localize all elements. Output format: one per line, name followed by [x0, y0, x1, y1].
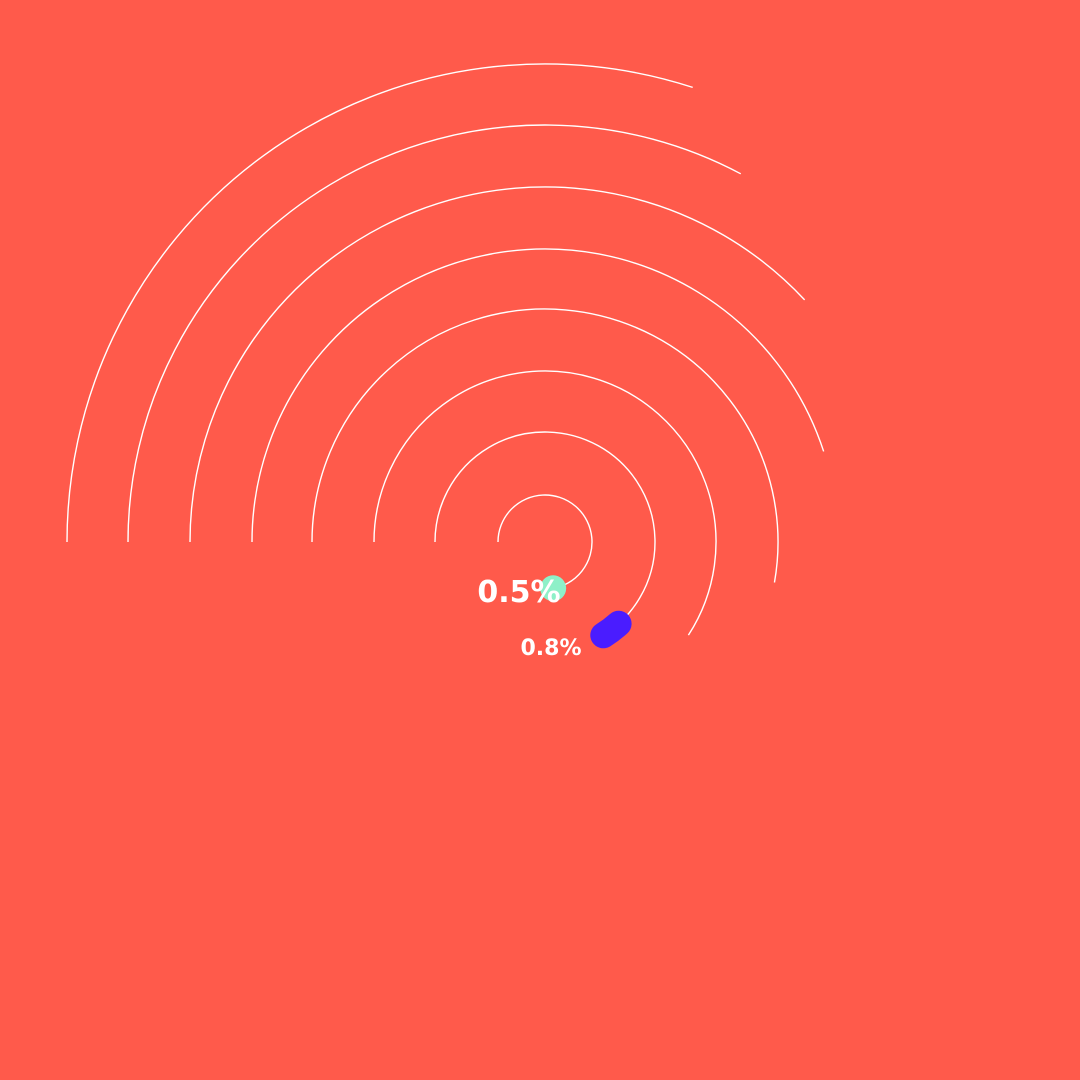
ring-track-3 [373, 370, 717, 636]
ring-track-2 [434, 431, 656, 636]
value-marks [540, 575, 632, 649]
ring-track-8 [66, 63, 693, 543]
value-labels: 0.5% 0.8% [477, 575, 581, 661]
value-label-0.5: 0.5% [477, 575, 560, 610]
value-label-0.8: 0.8% [520, 636, 581, 661]
ring-tracks [66, 63, 825, 636]
ring-track-1 [497, 494, 593, 590]
ring-track-7 [127, 124, 742, 543]
value-mark-0.8 [590, 610, 632, 649]
ring-track-6 [189, 186, 806, 543]
ring-track-4 [311, 308, 779, 583]
ring-track-5 [251, 248, 825, 543]
value-mark-0.5 [540, 575, 567, 602]
